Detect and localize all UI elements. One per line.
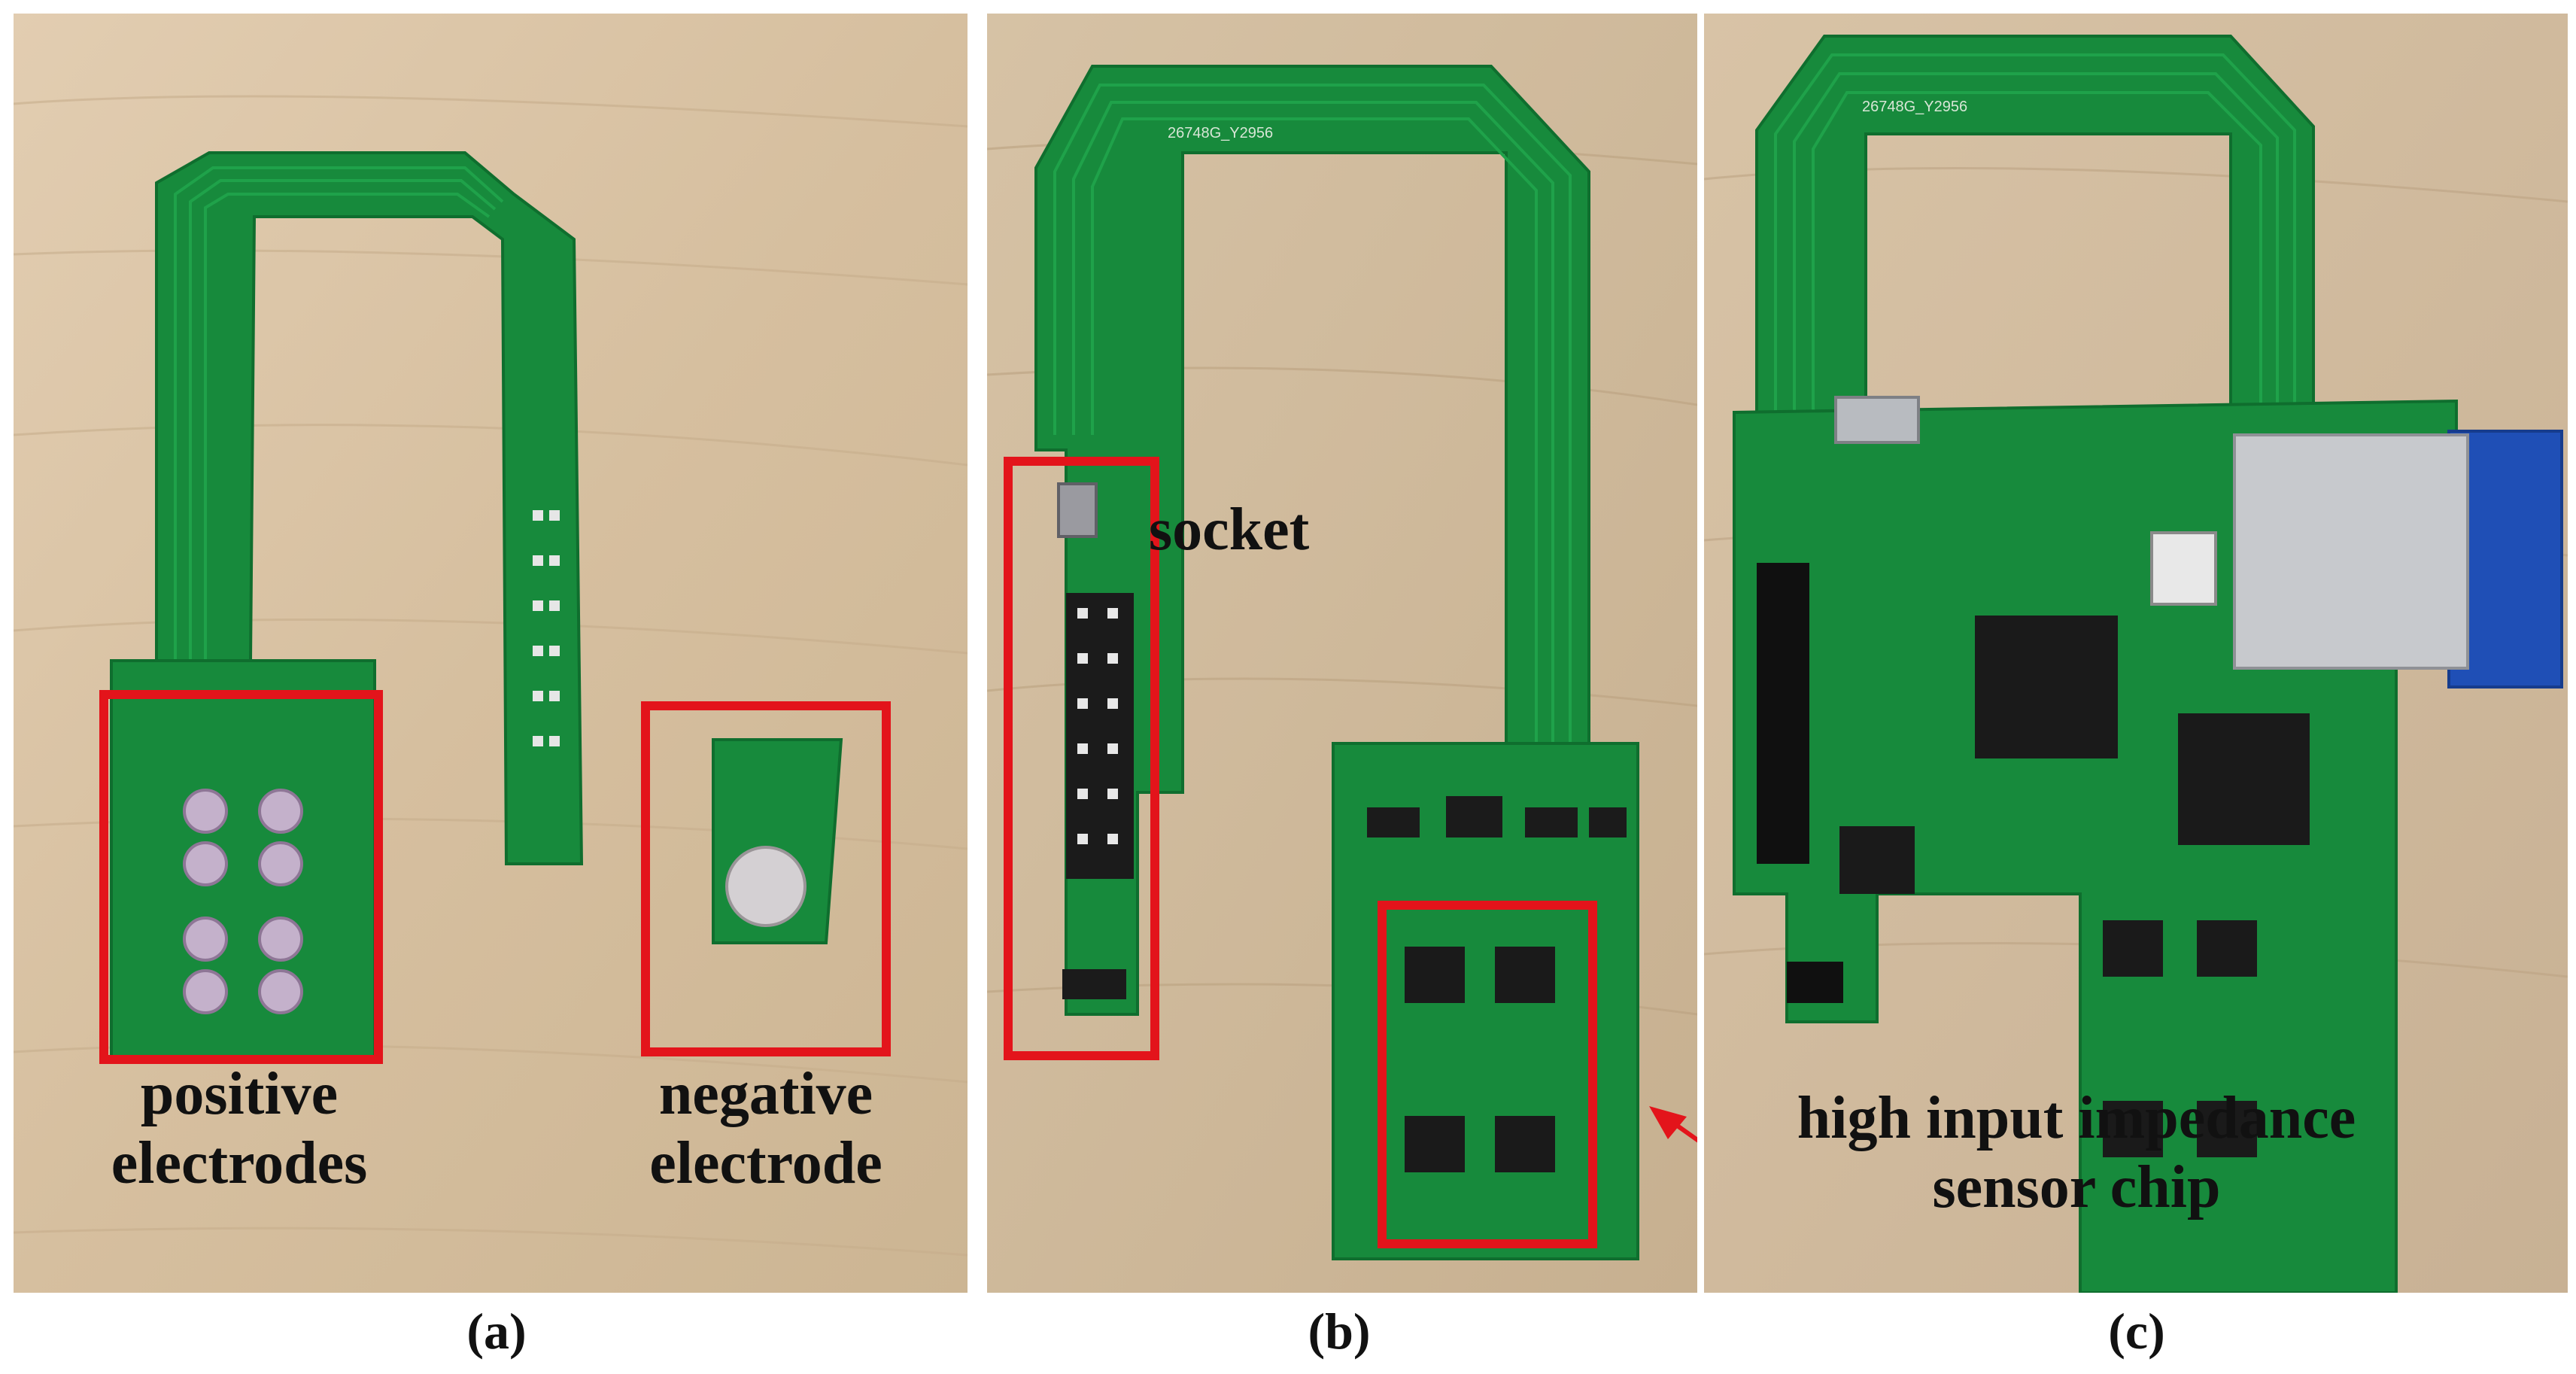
pcb-traces [1774, 53, 2296, 420]
pcb-traces [174, 166, 504, 661]
usb-port [1834, 396, 1920, 444]
wood-grain [14, 95, 968, 1257]
negative-electrode-pad [725, 846, 807, 927]
pcb-silkscreen-text: 26748G_Y2956 [1168, 125, 1273, 141]
header-pins [533, 510, 560, 746]
panel-c-photo: 26748G_Y2956 [1704, 14, 2568, 1293]
sensor-chip-box [1378, 901, 1597, 1248]
sensor-chip-label-line2: sensor chip [1932, 1154, 2221, 1220]
socket-component [1057, 482, 1098, 538]
positive-electrode-pads [183, 789, 303, 1014]
wireless-module [2233, 433, 2469, 670]
caption-c: (c) [2108, 1303, 2165, 1360]
positive-electrodes-label: positive electrodes [59, 1059, 420, 1198]
positive-label-line2: electrodes [111, 1130, 368, 1196]
panel-a-image [14, 14, 968, 1293]
positive-label-line1: positive [140, 1061, 339, 1127]
socket-label: socket [1149, 497, 1310, 563]
arrow-head [1649, 1106, 1687, 1139]
sensor-chips [1405, 947, 1555, 1172]
panel-c-image: 26748G_Y2956 [1704, 14, 2568, 1293]
pcb-traces [1053, 84, 1572, 751]
push-button [2150, 531, 2217, 606]
top-headers [1367, 796, 1627, 837]
positive-electrodes-box [99, 690, 383, 1064]
negative-electrode-box [641, 701, 891, 1056]
electrode-board [110, 659, 376, 1061]
negative-label-line2: electrode [649, 1130, 882, 1196]
ics [1839, 616, 2310, 1157]
arrow-line [1657, 1110, 1697, 1143]
negative-label-line1: negative [658, 1061, 873, 1127]
negative-electrode-label: negative electrode [585, 1059, 946, 1198]
panel-a-photo: positive electrodes negative electrode [14, 14, 968, 1293]
pcb-silkscreen-text: 26748G_Y2956 [1862, 99, 1967, 115]
panel-b-photo: 26748G_Y2956 [987, 14, 1697, 1293]
caption-b: (b) [1308, 1303, 1371, 1360]
sensor-chip-label-line1: high input impedance [1797, 1085, 2356, 1151]
jumper [1062, 969, 1126, 999]
socket-box [1004, 457, 1159, 1060]
pin-header-pins [1077, 608, 1118, 844]
panel-b-image: 26748G_Y2956 [987, 14, 1697, 1293]
sensor-chip-label: high input impedance sensor chip [1663, 1084, 2490, 1222]
caption-a: (a) [466, 1303, 527, 1360]
pin-headers [1757, 563, 1843, 1003]
pin-header-socket [1066, 593, 1134, 879]
